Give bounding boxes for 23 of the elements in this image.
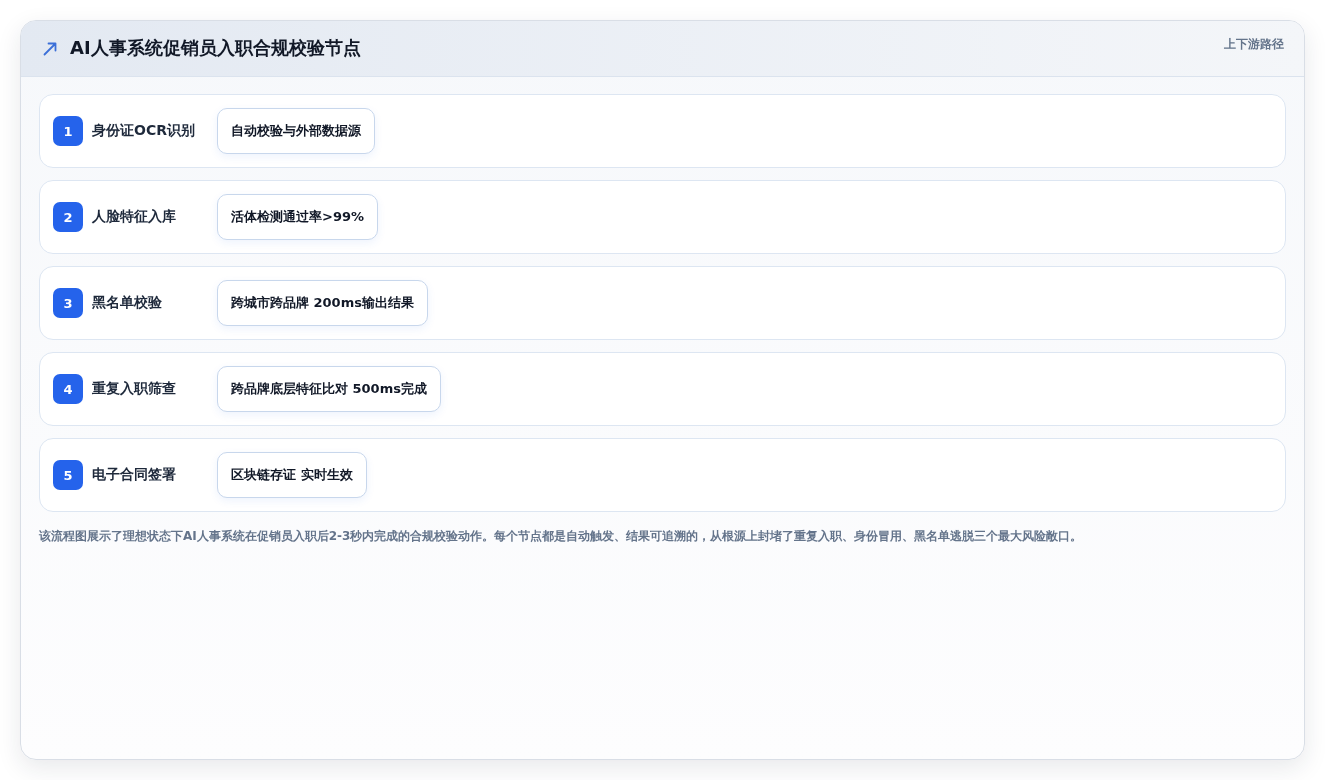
step-title: 黑名单校验 xyxy=(92,294,163,312)
step-number-badge: 3 xyxy=(53,288,83,318)
detail-chip: 跨城市跨品牌 200ms输出结果 xyxy=(217,280,428,326)
step-title: 身份证OCR识别 xyxy=(92,122,196,140)
step-title: 电子合同签署 xyxy=(92,466,177,484)
step-number-badge: 2 xyxy=(53,202,83,232)
detail-chip: 自动校验与外部数据源 xyxy=(217,108,375,154)
diagram-title: AI人事系统促销员入职合规校验节点 xyxy=(70,36,361,60)
step-row xyxy=(39,352,1286,426)
step-row xyxy=(39,180,1286,254)
caption-text: 该流程图展示了理想状态下AI人事系统在促销员入职后2-3秒内完成的合规校验动作。每个节点都是自动触发、结果可追溯的，从根源上封堵了重复入职、身份冒用、黑名单逃脱三个最大风险敞口。 xyxy=(39,528,1084,545)
detail-chip: 活体检测通过率>99% xyxy=(217,194,378,240)
step-row xyxy=(39,94,1286,168)
step-row xyxy=(39,266,1286,340)
detail-chip: 跨品牌底层特征比对 500ms完成 xyxy=(217,366,441,412)
step-row xyxy=(39,438,1286,512)
step-number-badge: 1 xyxy=(53,116,83,146)
step-number-badge: 5 xyxy=(53,460,83,490)
step-title: 重复入职筛查 xyxy=(92,380,177,398)
detail-chip: 区块链存证 实时生效 xyxy=(217,452,367,498)
header-label: 上下游路径 xyxy=(1224,36,1284,52)
step-title: 人脸特征入库 xyxy=(92,208,177,226)
step-number-badge: 4 xyxy=(53,374,83,404)
